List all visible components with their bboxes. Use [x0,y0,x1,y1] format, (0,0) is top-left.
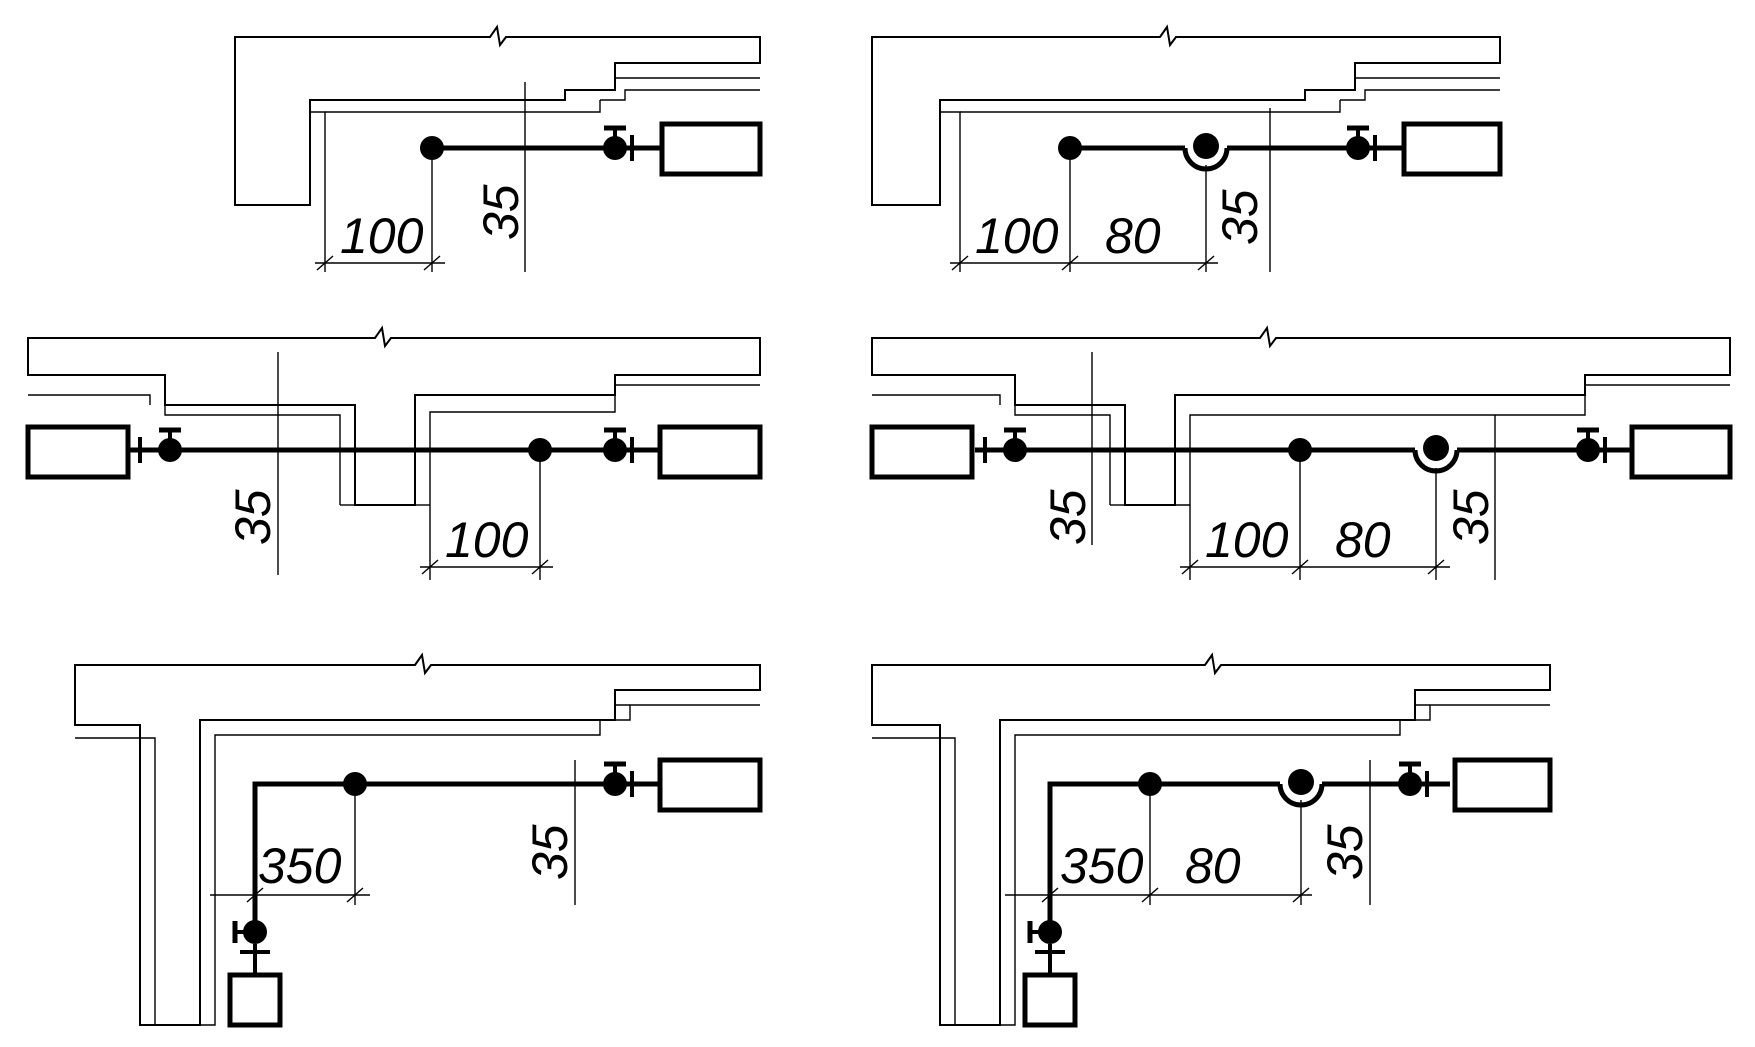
tee-joint [420,136,444,160]
diagram-5: 350 35 [74,652,763,1028]
dim-label: 35 [522,824,578,880]
valve-icon [603,430,627,462]
dim-label: 80 [1335,512,1391,568]
valve-icon [603,128,627,160]
valve-icon [235,920,267,944]
wall-3 [27,325,761,506]
appliance-box [1401,121,1503,177]
appliance-box [1629,424,1733,480]
appliance-box [1452,757,1553,813]
wall-1 [234,24,761,206]
tee-joint [528,438,552,462]
valve-icon [603,764,627,796]
dim-label: 100 [975,208,1059,264]
riser-dot [1423,435,1449,461]
valve-icon [1576,430,1600,462]
dim-label: 35 [1317,824,1373,880]
appliance-box [657,424,763,480]
dim-label: 35 [1040,489,1096,545]
appliance-box [25,424,131,480]
diagram-4: 35 100 80 35 [869,325,1733,580]
appliance-box [227,972,283,1028]
diagram-1: 100 35 [234,24,763,272]
valve-icon [1030,920,1062,944]
dim-label: 100 [340,208,424,264]
valve-icon [158,430,182,462]
dim-label: 350 [1060,838,1144,894]
diagram-3: 35 100 [25,325,763,580]
wall-5 [74,652,761,1026]
riser-dot [1288,769,1314,795]
valve-icon [1398,764,1422,796]
dim-label: 35 [1443,489,1499,545]
dim-label: 80 [1105,208,1161,264]
diagram-6: 350 80 35 [871,652,1553,1028]
dim-label: 100 [445,512,529,568]
dim-label: 350 [258,838,342,894]
dim-label: 35 [1212,189,1268,245]
dim-label: 80 [1185,838,1241,894]
dim-label: 100 [1205,512,1289,568]
appliance-box [657,757,763,813]
appliance-box [869,424,975,480]
wall-2 [871,24,1501,206]
dim-label: 35 [225,489,281,545]
tee-joint [1058,136,1082,160]
wall-4 [871,325,1731,506]
tee-joint [1288,438,1312,462]
valve-icon [1003,430,1027,462]
tee-joint [343,772,367,796]
dim-label: 35 [473,184,529,240]
valve-icon [1346,128,1370,160]
appliance-box [659,121,763,177]
riser-dot [1193,133,1219,159]
tee-joint [1138,772,1162,796]
appliance-box [1022,972,1078,1028]
diagram-2: 100 80 35 [871,24,1503,272]
